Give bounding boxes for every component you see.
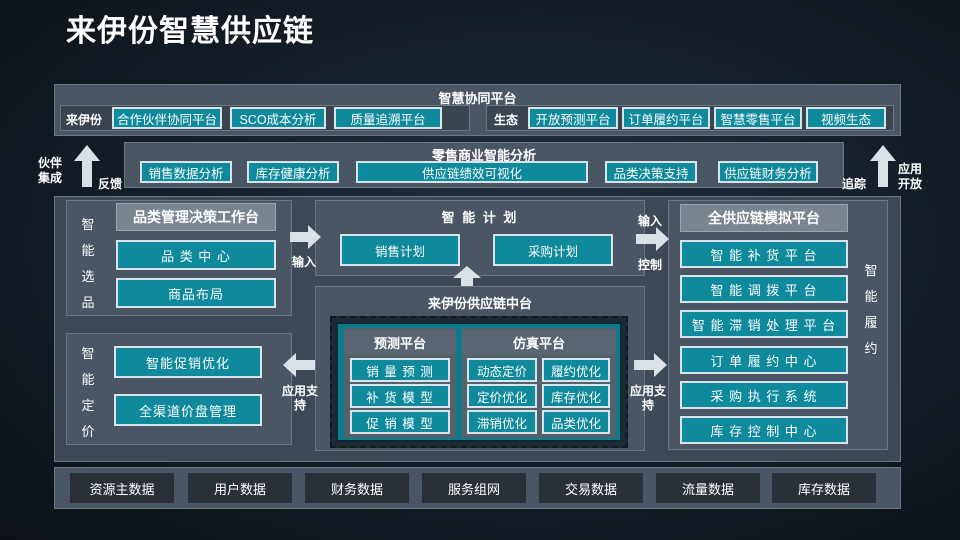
simulation-title: 仿真平台 [462,330,616,354]
slow-moving-optimize-button[interactable]: 滞销优化 [467,410,537,434]
partner-integration-label: 伙伴 集成 [38,156,63,185]
promo-model-button[interactable]: 促 销 模 型 [350,410,450,434]
left-arrow-support-icon [283,353,315,377]
purchase-exec-button[interactable]: 采 购 执 行 系 统 [680,381,848,409]
trace-label: 追踪 [842,177,867,191]
replenish-model-button[interactable]: 补 货 模 型 [350,384,450,408]
analytics-title: 零售商业智能分析 [431,148,536,163]
up-arrow-left-icon [74,145,100,187]
open-forecast-button[interactable]: 开放预测平台 [528,107,618,129]
fulfillment-title: 全供应链模拟平台 [680,204,848,232]
support-left-label: 应用支 持 [282,384,319,412]
sales-plan-button[interactable]: 销售计划 [340,234,460,266]
collab-left-label: 来伊份 [66,113,103,127]
dynamic-pricing-button[interactable]: 动态定价 [467,358,537,382]
right-arrow-support-icon [634,353,667,377]
order-fulfill-button[interactable]: 订单履约平台 [622,107,710,129]
category-workbench-title: 品类管理决策工作台 [116,203,276,231]
inventory-control-button[interactable]: 库 存 控 制 中 心 [680,416,848,444]
channel-price-button[interactable]: 全渠道价盘管理 [114,394,262,426]
page-title: 来伊份智慧供应链 [66,15,314,48]
up-arrow-center-icon [453,266,481,288]
sales-analysis-button[interactable]: 销售数据分析 [140,161,232,183]
fulfill-optimize-button[interactable]: 履约优化 [542,358,610,382]
partner-collab-button[interactable]: 合作伙伴协同平台 [112,107,222,129]
feedback-label: 反馈 [98,177,123,191]
collab-right-label: 生态 [494,113,519,127]
input-left-label: 输入 [292,255,317,269]
collab-platform-title: 智慧协同平台 [438,91,517,106]
category-decision-button[interactable]: 品类决策支持 [605,161,697,183]
service-network-item[interactable]: 服务组网 [422,473,526,503]
planning-title: 智 能 计 划 [441,210,519,225]
middle-platform-title: 来伊份供应链中台 [427,296,532,311]
right-arrow-input-right-icon [636,227,669,251]
right-arrow-input-left-icon [290,225,321,249]
smart-replenish-button[interactable]: 智 能 补 货 平 台 [680,240,848,268]
sco-cost-button[interactable]: SCO成本分析 [230,107,326,129]
inventory-data-item[interactable]: 库存数据 [772,473,876,503]
inventory-health-button[interactable]: 库存健康分析 [247,161,339,183]
smart-transfer-button[interactable]: 智 能 调 拨 平 台 [680,275,848,303]
smart-fulfillment-label: 智能履约 [864,263,878,356]
finance-data-item[interactable]: 财务数据 [305,473,409,503]
app-open-label: 应用 开放 [898,162,923,191]
order-center-button[interactable]: 订 单 履 约 中 心 [680,346,848,374]
control-label: 控制 [638,258,663,272]
slow-moving-platform-button[interactable]: 智 能 滞 销 处 理 平 台 [680,310,848,338]
price-optimize-button[interactable]: 定价优化 [467,384,537,408]
master-data-item[interactable]: 资源主数据 [70,473,174,503]
support-right-label: 应用支 持 [630,384,667,412]
transaction-data-item[interactable]: 交易数据 [539,473,643,503]
input-right-label: 输入 [638,214,663,228]
user-data-item[interactable]: 用户数据 [188,473,292,503]
smart-selection-label: 智能选品 [81,217,95,310]
promo-optimize-button[interactable]: 智能促销优化 [114,346,262,378]
video-eco-button[interactable]: 视频生态 [806,107,886,129]
category-center-button[interactable]: 品 类 中 心 [116,240,276,270]
purchase-plan-button[interactable]: 采购计划 [493,234,613,266]
forecast-title: 预测平台 [344,330,456,354]
smart-retail-button[interactable]: 智慧零售平台 [714,107,802,129]
quality-trace-button[interactable]: 质量追溯平台 [334,107,442,129]
up-arrow-right-icon [870,145,896,187]
sc-finance-button[interactable]: 供应链财务分析 [718,161,818,183]
smart-pricing-label: 智能定价 [81,346,95,439]
traffic-data-item[interactable]: 流量数据 [656,473,760,503]
category-optimize-button[interactable]: 品类优化 [542,410,610,434]
inventory-optimize-button[interactable]: 库存优化 [542,384,610,408]
sc-performance-button[interactable]: 供应链绩效可视化 [356,161,588,183]
product-layout-button[interactable]: 商品布局 [116,278,276,308]
sales-forecast-button[interactable]: 销 量 预 测 [350,358,450,382]
